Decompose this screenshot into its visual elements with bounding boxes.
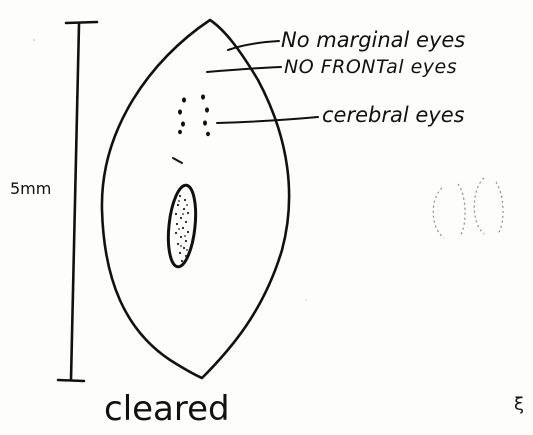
corner-mark: ξ [514, 394, 524, 415]
label-frontal-eyes: NO FRONTal eyes [284, 56, 457, 78]
body-mark [173, 158, 182, 163]
leader-cerebral [217, 117, 318, 123]
paper-speck [305, 299, 306, 300]
leader-frontal [207, 67, 281, 72]
scale-bar-bottom-tick [58, 380, 84, 381]
leader-lines [207, 41, 318, 123]
cerebral-eyes [178, 94, 210, 136]
pharynx [165, 184, 199, 268]
label-marginal-eyes: No marginal eyes [281, 28, 465, 52]
scale-bar-top-tick [66, 22, 97, 23]
scale-bar [58, 22, 97, 381]
faint-eye-detail [433, 178, 503, 238]
scale-bar-line [71, 24, 79, 380]
paper-speck [33, 39, 35, 41]
caption-cleared: cleared [104, 389, 230, 429]
label-cerebral-eyes: cerebral eyes [322, 103, 465, 127]
scale-label: 5mm [10, 179, 51, 198]
